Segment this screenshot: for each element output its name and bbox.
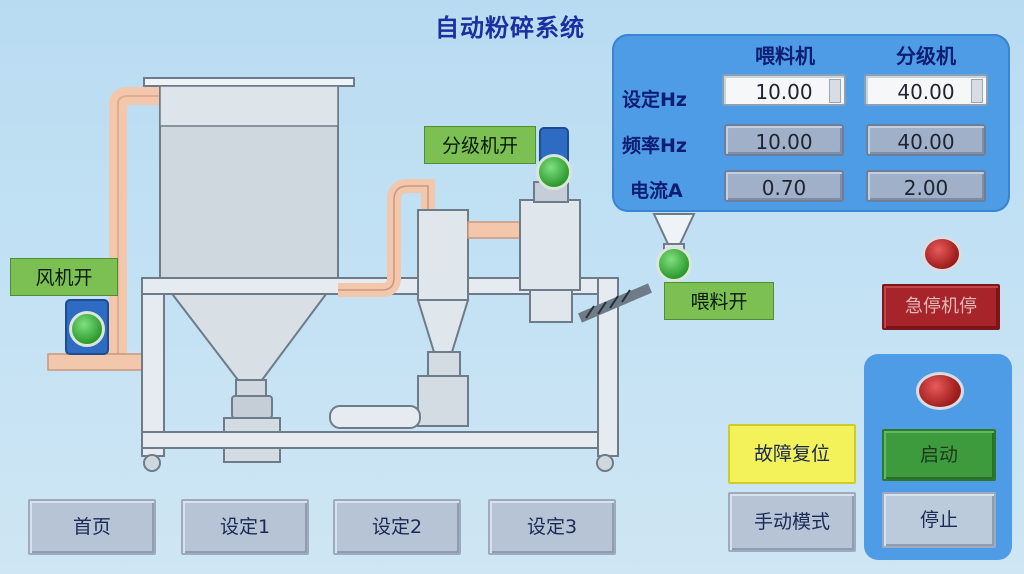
emergency-lamp [922, 236, 962, 272]
run-status-lamp [916, 372, 964, 410]
feeder-running-lamp [656, 246, 692, 282]
feeder-column-header: 喂料机 [755, 44, 815, 68]
classifier [519, 199, 581, 291]
frame [141, 277, 165, 457]
screw-feeder [578, 283, 652, 323]
classifier-setpoint-scroll[interactable] [971, 79, 983, 103]
setpoint-hz-label: 设定Hz [622, 89, 687, 111]
classifier-running-lamp [536, 154, 572, 190]
feeder-setpoint-value: 10.00 [755, 80, 813, 104]
nav-settings3-button[interactable]: 设定3 [488, 499, 616, 555]
emergency-stop-button[interactable]: 急停机停 [882, 284, 1000, 330]
nav-settings1-button[interactable]: 设定1 [181, 499, 309, 555]
feeder-setpoint-input[interactable]: 10.00 [722, 74, 846, 106]
classifier-setpoint-input[interactable]: 40.00 [864, 74, 988, 106]
nav-settings2-button[interactable]: 设定2 [333, 499, 461, 555]
classifier-column-header: 分级机 [896, 44, 956, 68]
silo-lid [143, 77, 355, 87]
feeder-current-display: 0.70 [724, 170, 844, 202]
page-title: 自动粉碎系统 [435, 14, 585, 42]
fan-status-label: 风机开 [10, 258, 118, 296]
stop-button[interactable]: 停止 [882, 492, 996, 548]
fault-reset-button[interactable]: 故障复位 [728, 424, 856, 484]
feeder-setpoint-scroll[interactable] [829, 79, 841, 103]
nav-home-button[interactable]: 首页 [28, 499, 156, 555]
manual-mode-button[interactable]: 手动模式 [728, 492, 856, 552]
classifier-setpoint-value: 40.00 [897, 80, 955, 104]
start-button[interactable]: 启动 [882, 429, 996, 481]
feeder-status-label: 喂料开 [664, 282, 774, 320]
classifier-frequency-display: 40.00 [866, 124, 986, 156]
cyclone [417, 209, 469, 301]
classifier-status-label: 分级机开 [424, 126, 536, 164]
current-a-label: 电流A [630, 180, 683, 202]
transfer-pipe [338, 179, 435, 297]
classifier-current-display: 2.00 [866, 170, 986, 202]
frequency-hz-label: 频率Hz [622, 135, 687, 157]
fan-running-lamp [69, 311, 105, 347]
fan-base [47, 353, 145, 371]
feeder-frequency-display: 10.00 [724, 124, 844, 156]
